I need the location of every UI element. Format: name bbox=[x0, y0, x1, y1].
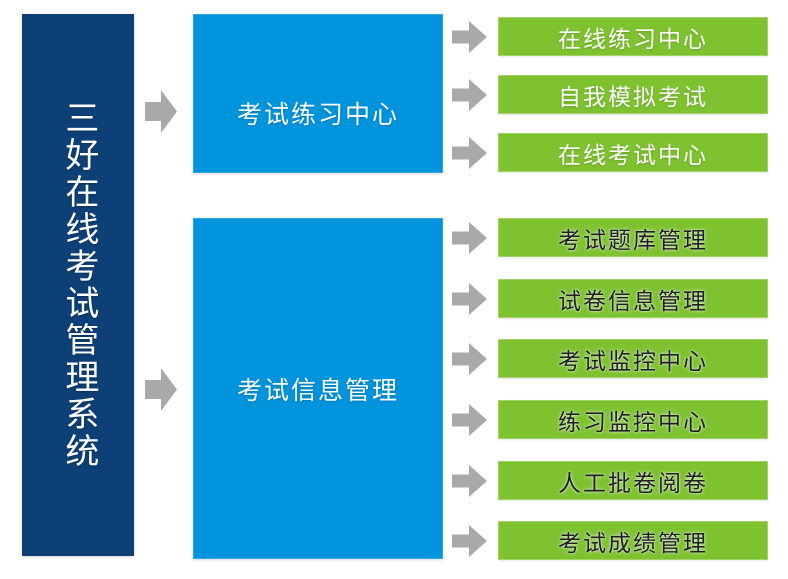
leaf-bar-online-practice-center: 在线练习中心 bbox=[498, 17, 768, 56]
leaf-bar-exam-monitoring-center: 考试监控中心 bbox=[498, 339, 768, 378]
arrow-right-icon bbox=[452, 403, 487, 436]
leaf-row: 考试题库管理 bbox=[452, 218, 768, 257]
branch-box-exam-practice-center: 考试练习中心 bbox=[193, 14, 443, 173]
branch-label: 考试练习中心 bbox=[236, 100, 399, 129]
root-node-system: 三好在线考试管理系统 bbox=[22, 14, 134, 556]
branch-box-exam-info-management: 考试信息管理 bbox=[193, 218, 443, 559]
arrow-right-icon bbox=[145, 368, 177, 411]
arrow-right-icon bbox=[145, 90, 177, 133]
leaf-bar-paper-info-management: 试卷信息管理 bbox=[498, 279, 768, 318]
branch-label: 考试信息管理 bbox=[236, 376, 399, 405]
leaf-bar-online-exam-center: 在线考试中心 bbox=[498, 133, 768, 172]
leaf-label: 自我模拟考试 bbox=[558, 83, 708, 110]
root-title: 三好在线考试管理系统 bbox=[59, 100, 98, 470]
leaf-label: 人工批卷阅卷 bbox=[558, 469, 708, 496]
leaf-label: 考试成绩管理 bbox=[558, 529, 708, 556]
arrow-right-icon bbox=[452, 342, 487, 375]
leaf-bar-manual-grading: 人工批卷阅卷 bbox=[498, 461, 768, 500]
leaf-row: 试卷信息管理 bbox=[452, 279, 768, 318]
leaf-label: 在线考试中心 bbox=[558, 141, 708, 168]
leaf-label: 考试监控中心 bbox=[558, 347, 708, 374]
leaf-bar-question-bank-management: 考试题库管理 bbox=[498, 218, 768, 257]
leaf-row: 在线考试中心 bbox=[452, 133, 768, 172]
leaf-row: 人工批卷阅卷 bbox=[452, 461, 768, 500]
leaf-row: 自我模拟考试 bbox=[452, 75, 768, 114]
leaf-label: 考试题库管理 bbox=[558, 226, 708, 253]
arrow-right-icon bbox=[452, 221, 487, 254]
leaf-label: 练习监控中心 bbox=[558, 408, 708, 435]
leaf-row: 考试监控中心 bbox=[452, 339, 768, 378]
leaf-row: 在线练习中心 bbox=[452, 17, 768, 56]
arrow-right-icon bbox=[452, 78, 487, 111]
leaf-row: 考试成绩管理 bbox=[452, 521, 768, 560]
leaf-bar-exam-score-management: 考试成绩管理 bbox=[498, 521, 768, 560]
leaf-bar-self-mock-exam: 自我模拟考试 bbox=[498, 75, 768, 114]
arrow-right-icon bbox=[452, 136, 487, 169]
leaf-label: 试卷信息管理 bbox=[558, 287, 708, 314]
leaf-row: 练习监控中心 bbox=[452, 400, 768, 439]
arrow-right-icon bbox=[452, 20, 487, 53]
leaf-bar-practice-monitoring-center: 练习监控中心 bbox=[498, 400, 768, 439]
arrow-right-icon bbox=[452, 282, 487, 315]
arrow-right-icon bbox=[452, 524, 487, 557]
leaf-label: 在线练习中心 bbox=[558, 25, 708, 52]
arrow-right-icon bbox=[452, 464, 487, 497]
